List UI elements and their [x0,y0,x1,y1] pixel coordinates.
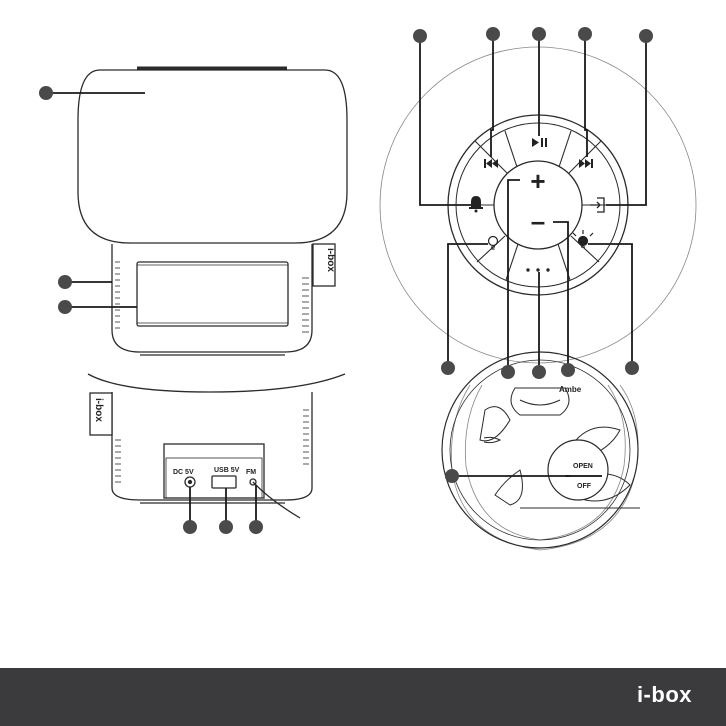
callout-marker [639,29,653,43]
footer-bar: i-box [0,668,726,726]
fm-label: FM [246,469,256,476]
lamp-dome [78,70,347,243]
volume-minus-symbol[interactable]: – [531,206,545,236]
base-disc [442,352,638,548]
rear-view [88,374,345,518]
callout-marker [183,520,197,534]
front-view [78,68,347,355]
volume-plus-symbol[interactable]: + [530,166,545,196]
callout-marker [58,275,72,289]
callout-marker [625,361,639,375]
callout-marker [58,300,72,314]
callout-marker [413,29,427,43]
rewind-icon[interactable] [484,159,498,168]
callout-marker [561,363,575,377]
power-switch-recess [548,440,608,500]
speaker-body [112,244,312,352]
callout-marker [249,520,263,534]
side-badge-text: i-box [325,248,336,272]
callout-marker [532,27,546,41]
product-diagram: i-box i-box DC 5V USB [0,0,726,668]
play-pause-icon[interactable] [532,138,547,147]
right-grille [302,278,309,332]
callout-marker [486,27,500,41]
display-window [137,262,288,326]
base-brand-text: Ambe [559,385,582,394]
left-grille [115,262,120,328]
callout-marker [445,469,459,483]
callout-marker [578,27,592,41]
alarm-bell-icon[interactable] [469,196,483,213]
dc-label: DC 5V [173,469,194,476]
callout-marker [219,520,233,534]
switch-open-label[interactable]: OPEN [573,463,593,470]
rear-badge-text: i-box [93,398,104,422]
callout-marker [441,361,455,375]
usb-label: USB 5V [214,467,240,474]
base-view [442,352,640,550]
callout-marker [501,365,515,379]
brand-logo: i-box [637,682,692,708]
usb-port [212,476,236,488]
base-slot-left-upper [480,407,510,441]
callout-marker [532,365,546,379]
callout-marker [39,86,53,100]
switch-off-label[interactable]: OFF [577,483,592,490]
light-bulb-outline-icon[interactable] [489,237,498,250]
